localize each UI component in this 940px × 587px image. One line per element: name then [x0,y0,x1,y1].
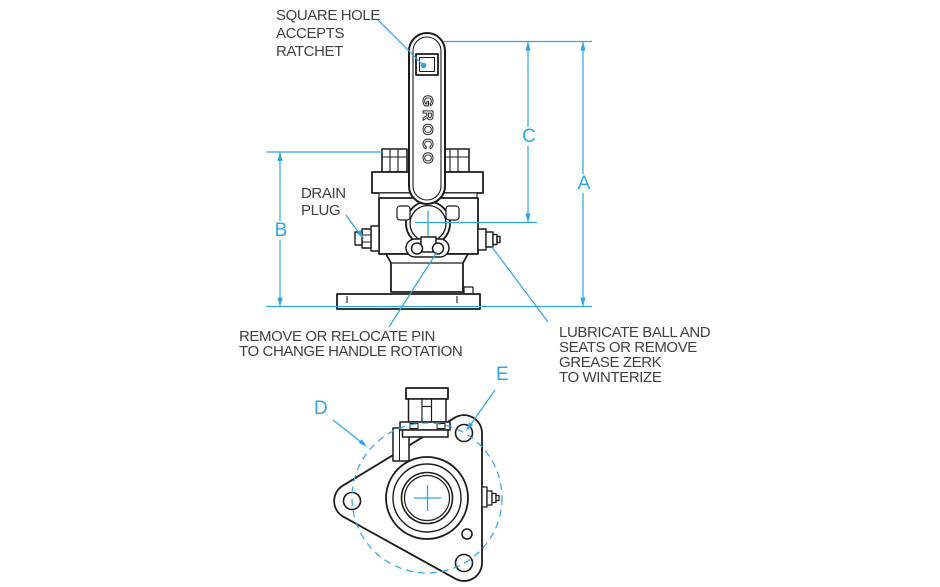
leader-d [332,419,367,447]
dimension-label-c: C [517,127,541,146]
bottom-view [333,387,500,582]
grease-zerk [477,228,501,251]
pin-housing [405,236,450,258]
leader-drain-plug [345,214,364,239]
bore-crosshair [414,485,441,511]
extension-lines [266,40,592,308]
callout-square-hole: SQUARE HOLE ACCEPTS RATCHET [276,7,380,60]
dimension-label-a: A [572,174,596,193]
square-ratchet-hole [415,53,439,76]
grease-zerk-plan [481,486,500,508]
dimension-label-e: E [494,364,511,385]
dimension-label-b: B [269,221,293,240]
leader-lubricate [491,246,549,323]
side-view: GROCO [336,32,501,310]
base-flange [336,286,481,310]
handle-brand-text: GROCO [419,95,436,167]
drain-hole-plan [461,528,473,540]
dimension-annotations [266,19,592,574]
leader-square-hole [377,19,427,69]
leader-e [466,389,496,431]
drain-plug [354,225,380,252]
dimension-label-d: D [312,398,330,419]
body-neck [385,253,469,293]
handle: GROCO [408,32,446,205]
callout-lubricate: LUBRICATE BALL AND SEATS OR REMOVE GREAS… [559,324,711,386]
bolt-circle-dashed [351,422,503,574]
callout-remove-pin: REMOVE OR RELOCATE PIN TO CHANGE HANDLE … [239,328,463,360]
callout-drain-plug: DRAIN PLUG [301,185,346,219]
leader-remove-pin [388,251,438,328]
